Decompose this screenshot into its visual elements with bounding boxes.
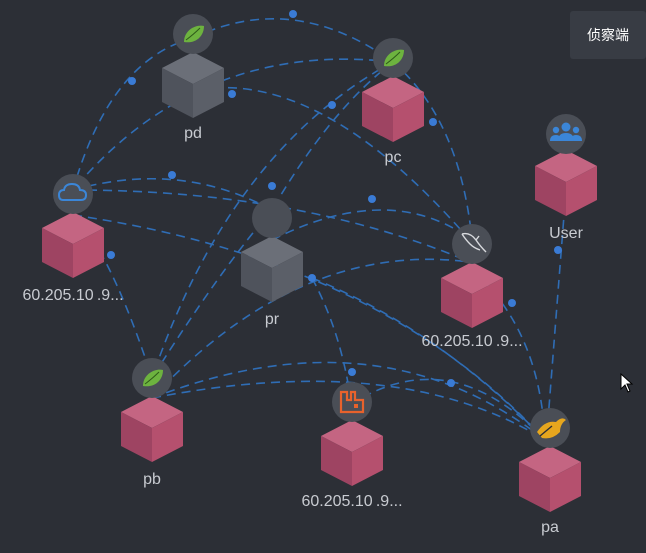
edge-pc-cloud[interactable] <box>72 58 394 191</box>
edge-pb-mysql[interactable] <box>151 258 471 399</box>
icon-badge <box>452 224 492 264</box>
edge-dots <box>107 10 562 387</box>
node-label: pb <box>143 471 161 488</box>
cube <box>42 212 104 278</box>
edge-pr-mysql[interactable] <box>271 209 473 241</box>
cube <box>321 420 383 486</box>
node-rabbitmq-host[interactable]: 60.205.10 .9... <box>301 382 403 510</box>
edge-dot <box>368 195 376 203</box>
node-user[interactable]: User <box>535 114 597 242</box>
edge-pc-mysql[interactable] <box>392 61 473 241</box>
node-label: 60.205.10 .9... <box>301 493 402 510</box>
node-label: pr <box>265 311 280 328</box>
node-label: pa <box>541 519 559 536</box>
node-pa[interactable]: pa <box>519 408 581 536</box>
icon-badge <box>252 198 292 238</box>
edge-dot <box>554 246 562 254</box>
node-label: pd <box>184 125 202 142</box>
mysql-dolphin-icon <box>461 232 487 253</box>
edge-dot <box>348 368 356 376</box>
detector-button[interactable]: 侦察端 <box>570 11 646 59</box>
node-pb[interactable]: pb <box>121 358 183 488</box>
edge-dot <box>429 118 437 126</box>
node-cloud-host[interactable]: 60.205.10 .9... <box>22 174 124 304</box>
cloud-icon <box>57 182 88 201</box>
edge-dot <box>268 182 276 190</box>
cube <box>241 236 303 302</box>
node-label: pc <box>385 149 402 166</box>
edge-pr-pb[interactable] <box>151 209 273 379</box>
edge-dot <box>447 379 455 387</box>
cube <box>162 52 224 118</box>
users-icon <box>550 122 582 141</box>
spring-leaf-icon <box>184 25 204 43</box>
node-label: 60.205.10 .9... <box>22 287 123 304</box>
edge-cloud-pr[interactable] <box>72 178 273 211</box>
icon-badge <box>332 382 372 422</box>
edge-pd-cloud[interactable] <box>72 37 194 191</box>
node-pd[interactable]: pd <box>162 14 224 142</box>
icon-badge <box>53 174 93 214</box>
edge-dot <box>508 299 516 307</box>
edges <box>72 18 567 441</box>
spring-leaf-icon <box>143 369 163 387</box>
cube <box>441 262 503 328</box>
nginx-icon <box>537 418 566 439</box>
edge-pb-pa[interactable] <box>151 361 546 441</box>
edge-dot <box>128 77 136 85</box>
node-pr[interactable]: pr <box>241 198 303 328</box>
edge-dot <box>168 171 176 179</box>
edge-pc-pr[interactable] <box>271 61 394 211</box>
edge-pd-mysql[interactable] <box>212 86 469 239</box>
cube <box>362 76 424 142</box>
node-label: User <box>549 225 583 242</box>
edge-pc-pb[interactable] <box>151 61 394 379</box>
edge-dot <box>228 90 236 98</box>
edge-pr-pa[interactable] <box>311 277 546 441</box>
rabbitmq-icon <box>339 390 365 414</box>
spring-leaf-icon <box>384 49 404 67</box>
node-mysql-host[interactable]: 60.205.10 .9... <box>421 224 523 350</box>
cube <box>535 150 597 216</box>
edge-pd-pc[interactable] <box>192 18 394 63</box>
edge-pb-pa-lower[interactable] <box>151 380 546 441</box>
mouse-cursor-icon <box>620 373 634 393</box>
edge-mq-pa[interactable] <box>349 378 546 441</box>
edge-user-pa[interactable] <box>547 189 567 421</box>
edge-dot <box>289 10 297 18</box>
node-pc[interactable]: pc <box>362 38 424 166</box>
node-label: 60.205.10 .9... <box>421 333 522 350</box>
cube <box>121 396 183 462</box>
edge-dot <box>107 251 115 259</box>
edge-pr-mq[interactable] <box>311 277 351 396</box>
edge-dot <box>328 101 336 109</box>
edge-cloud-pb[interactable] <box>72 214 153 379</box>
edge-dot <box>308 274 316 282</box>
cube <box>519 446 581 512</box>
